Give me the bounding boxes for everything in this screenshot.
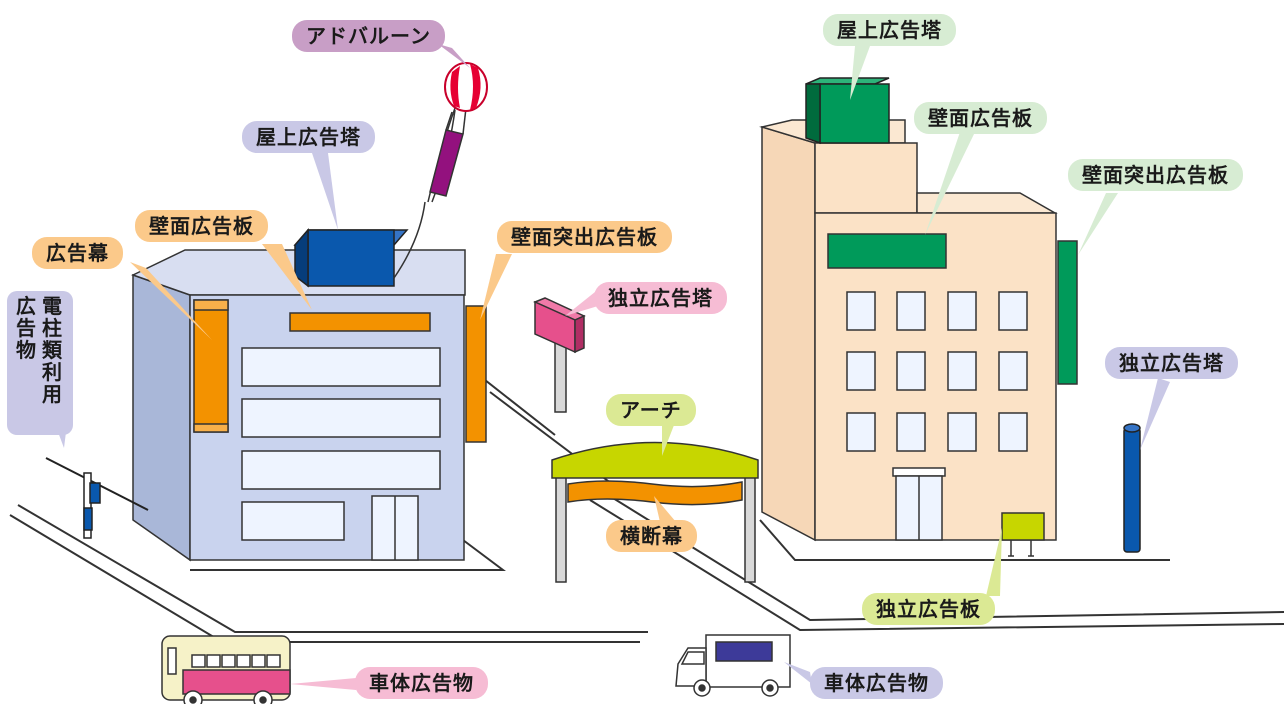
bus-window: [191, 654, 206, 668]
rooftop-tower-right-label: 屋上広告塔: [823, 14, 956, 46]
rooftop-tower-left-label: 屋上広告塔: [242, 121, 375, 153]
building-window: [947, 351, 977, 391]
wall-protruding-right-sign: [1057, 240, 1078, 385]
freestanding-board-sign: [1001, 512, 1045, 557]
wall-board-left-label: 壁面広告板: [135, 210, 268, 242]
bus-window: [236, 654, 251, 668]
ad-balloon-label: アドバルーン: [292, 20, 445, 52]
truck-illustration: [675, 634, 791, 697]
left-building: [131, 249, 466, 562]
bus-illustration: [161, 635, 291, 704]
wall-protruding-right-label: 壁面突出広告板: [1068, 159, 1243, 191]
freestanding-board-label: 独立広告板: [862, 593, 995, 625]
wall-protruding-left-sign: [465, 305, 487, 443]
building-window: [896, 412, 926, 452]
wall-board-right-sign: [827, 233, 947, 269]
right-building-door: [892, 467, 946, 541]
building-window: [896, 291, 926, 331]
bus-windows: [191, 654, 281, 668]
freestanding-tower-mid-label: 独立広告塔: [594, 282, 727, 314]
banner-label: 横断幕: [606, 520, 697, 552]
wall-board-left-sign: [289, 312, 431, 332]
wall-protruding-left-label: 壁面突出広告板: [497, 221, 672, 253]
rooftop-tower-left-sign: [293, 227, 409, 288]
building-window: [998, 412, 1028, 452]
building-window: [947, 412, 977, 452]
rooftop-tower-right-sign: [805, 77, 890, 145]
bus-window: [206, 654, 221, 668]
freestanding-tower-right-label: 独立広告塔: [1105, 347, 1238, 379]
wall-board-right-label: 壁面広告板: [914, 102, 1047, 134]
building-window: [846, 351, 876, 391]
callout-pointers: [58, 44, 1170, 690]
building-window: [846, 412, 876, 452]
banner-sign: [567, 480, 743, 506]
freestanding-tower-right-sign: [1123, 423, 1141, 553]
right-building-windows: [846, 291, 1028, 452]
vehicle-ad-truck-label: 車体広告物: [810, 667, 943, 699]
building-window: [947, 291, 977, 331]
bus-window: [266, 654, 281, 668]
freestanding-tower-mid-sign: [533, 297, 586, 413]
bus-window: [221, 654, 236, 668]
utility-pole-ad-label-line2: 広告物: [16, 294, 36, 362]
utility-pole-ad-label-line1: 電柱類利用: [42, 294, 62, 406]
building-window: [998, 291, 1028, 331]
building-window: [896, 351, 926, 391]
utility-pole-ad-label: 電柱類利用 広告物: [7, 291, 73, 435]
ad-balloon: [393, 62, 488, 279]
ad-curtain-label: 広告幕: [32, 237, 123, 269]
arch-structure: [551, 441, 759, 583]
ad-curtain-sign: [193, 299, 229, 433]
arch-label: アーチ: [606, 394, 696, 426]
building-window: [846, 291, 876, 331]
bus-window: [251, 654, 266, 668]
building-window: [998, 351, 1028, 391]
utility-pole: [45, 457, 149, 539]
vehicle-ad-bus-label: 車体広告物: [355, 667, 488, 699]
